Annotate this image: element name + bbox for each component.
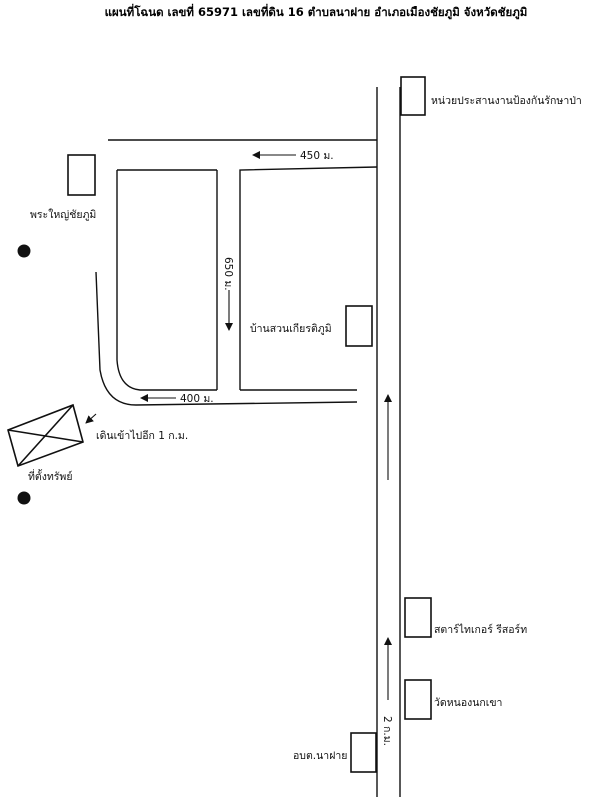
distance-450-label: 450 ม. [300,150,334,162]
distance-400-label: 400 ม. [180,393,214,405]
buddha-label: พระใหญ่ชัยภูมิ [30,208,96,221]
road-400-top [116,359,217,391]
marker-dot-upper [17,244,31,258]
property-label: ที่ตั้งทรัพย์ [28,469,73,483]
property-parcel [7,403,84,468]
village-box [345,305,373,347]
map-title: แผนที่โฉนด เลขที่ 65971 เลขที่ดิน 16 ตำบ… [105,3,528,20]
distance-2km-label: 2 ก.ม. [381,716,393,746]
arrow-walk [85,413,97,424]
tao-box [350,732,377,773]
walk-distance-label: เดินเข้าไปอีก 1 ก.ม. [96,429,188,442]
village-label: บ้านสวนเกียรติภูมิ [250,322,332,335]
tao-label: อบต.นาฝาย [293,750,347,762]
west-road-outer [95,271,358,406]
temple-box [404,679,432,720]
buddha-box [67,154,96,196]
resort-box [404,597,432,638]
resort-label: สตาร์ไทเกอร์ รีสอร์ท [434,623,527,636]
marker-dot-lower [17,491,31,505]
road-650-right [239,166,378,390]
forest-unit-box [400,76,426,116]
temple-label: วัดหนองนกเขา [434,697,502,709]
forest-unit-label: หน่วยประสานงานป้องกันรักษาป่า [431,95,582,107]
distance-650-label: 650 ม. [222,257,234,291]
